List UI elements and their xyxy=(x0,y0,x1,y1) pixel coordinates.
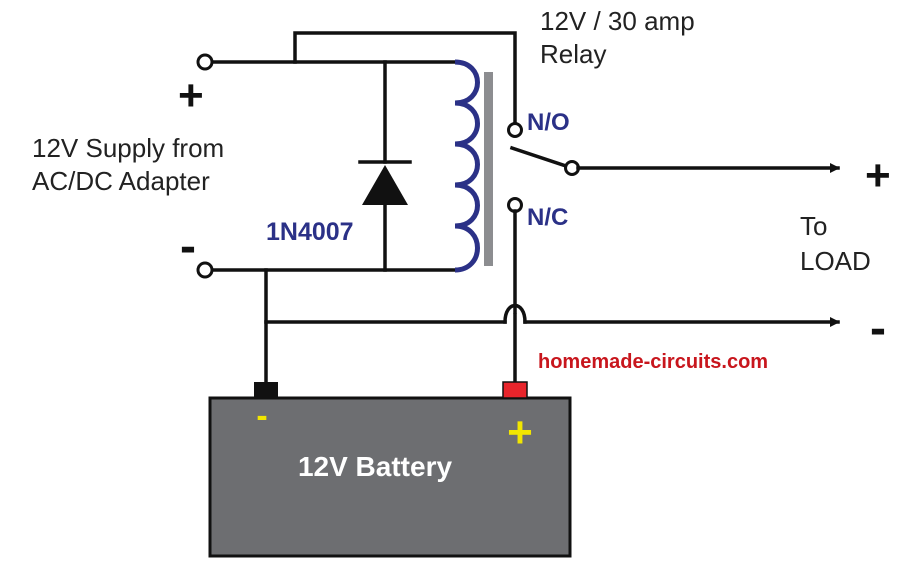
load-label-line2: LOAD xyxy=(800,246,871,276)
diode-label: 1N4007 xyxy=(266,218,354,246)
battery-positive-terminal xyxy=(502,381,528,399)
supply-positive-terminal xyxy=(196,53,214,71)
relay-title-line2: Relay xyxy=(540,39,606,69)
nc-label: N/C xyxy=(527,204,568,231)
battery-body xyxy=(208,396,572,558)
negative-bus-wire xyxy=(264,268,840,386)
relay-contacts xyxy=(507,122,580,213)
relay-coil xyxy=(454,59,493,273)
battery-positive-wire xyxy=(503,209,527,386)
supply-label-line2: AC/DC Adapter xyxy=(32,166,210,196)
positive-supply-wire xyxy=(210,31,517,126)
supply-plus-sign: + xyxy=(178,71,204,120)
relay-armature xyxy=(509,145,569,169)
relay-title-line1: 12V / 30 amp xyxy=(540,6,695,36)
load-plus-sign: + xyxy=(865,151,891,200)
load-minus-sign: - xyxy=(870,302,886,355)
battery-label: 12V Battery xyxy=(298,451,453,482)
no-label: N/O xyxy=(527,109,570,136)
no-contact-terminal xyxy=(507,122,523,138)
load-label-line1: To xyxy=(800,211,827,241)
battery-negative-terminal xyxy=(254,382,278,398)
battery-positive-sign: + xyxy=(507,408,533,457)
watermark-text: homemade-circuits.com xyxy=(538,351,768,373)
supply-negative-terminal xyxy=(196,261,214,279)
supply-minus-sign: - xyxy=(180,220,196,273)
supply-label-line1: 12V Supply from xyxy=(32,133,224,163)
battery-negative-sign: - xyxy=(256,397,267,435)
diode-1n4007 xyxy=(358,60,412,272)
battery: 12V Battery - + xyxy=(208,381,572,558)
relay-core xyxy=(484,72,493,266)
